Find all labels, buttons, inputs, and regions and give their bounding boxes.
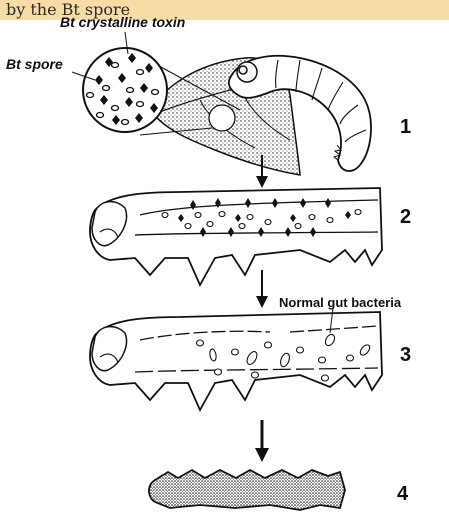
step-number-1: 1 xyxy=(400,116,411,138)
step-number-2: 2 xyxy=(400,206,411,228)
step-number-4: 4 xyxy=(397,483,409,505)
bite-spot xyxy=(209,105,235,131)
arrow-2 xyxy=(256,270,268,308)
spore-label: Bt spore xyxy=(6,56,63,72)
bacteria-label: Normal gut bacteria xyxy=(279,295,402,310)
step-number-3: 3 xyxy=(400,344,411,366)
stage-4: 4 xyxy=(149,470,409,510)
stage-3: Normal gut bacteria 3 xyxy=(90,295,411,410)
arrow-3 xyxy=(255,420,269,462)
stage-1: Bt crystalline toxin Bt spore 1 xyxy=(6,14,411,175)
larva-2-body xyxy=(90,188,382,285)
larva-3-body xyxy=(90,312,382,410)
larva-4-body xyxy=(149,470,345,510)
toxin-label: Bt crystalline toxin xyxy=(60,14,185,30)
stage-2: 2 xyxy=(90,188,411,285)
